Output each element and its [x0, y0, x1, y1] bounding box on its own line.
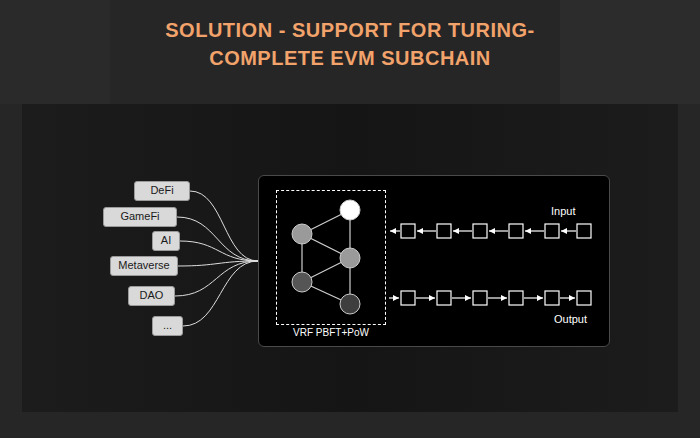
graph-node	[340, 200, 360, 220]
chain-arrow	[452, 297, 471, 298]
application-tag: DeFi	[134, 181, 190, 201]
output-chain-arrows	[389, 297, 575, 298]
chain-arrow	[524, 297, 543, 298]
building-photo-band	[22, 104, 678, 412]
chain-block	[473, 291, 487, 305]
chain-block	[509, 291, 523, 305]
chain-arrow	[416, 297, 435, 298]
graph-node	[340, 248, 360, 268]
application-tag: Metaverse	[110, 256, 178, 276]
input-chain-arrows	[390, 230, 576, 231]
graph-node	[340, 294, 360, 314]
tag-label: GameFi	[120, 210, 159, 223]
tag-label: Metaverse	[118, 259, 169, 272]
chain-arrow	[390, 230, 400, 231]
chain-block	[577, 291, 591, 305]
tag-label: ...	[163, 319, 172, 332]
chain-arrow	[561, 230, 576, 231]
chain-label: Input	[551, 205, 575, 218]
chain-arrow	[560, 297, 575, 298]
building-silhouette	[560, 0, 700, 104]
chain-label: Output	[554, 313, 587, 326]
chain-arrow	[417, 230, 436, 231]
chain-block	[437, 224, 451, 238]
flow-connector	[175, 261, 258, 296]
subchain-panel: InputOutputVRF PBFT+PoW	[258, 175, 610, 347]
tag-label: DeFi	[150, 184, 173, 197]
chain-arrow	[489, 230, 508, 231]
chain-block	[509, 224, 523, 238]
flow-connector	[183, 261, 258, 326]
chain-block	[401, 291, 415, 305]
flow-connector	[180, 241, 258, 261]
application-tag: ...	[152, 316, 183, 336]
graph-node	[292, 224, 312, 244]
output-chain-blocks	[401, 291, 591, 305]
chain-block	[401, 224, 415, 238]
chain-block	[577, 224, 591, 238]
tag-label: DAO	[140, 289, 164, 302]
building-silhouette	[0, 0, 110, 104]
tag-label: AI	[161, 234, 171, 247]
input-chain-blocks	[401, 224, 591, 238]
chain-block	[473, 224, 487, 238]
consensus-box: VRF PBFT+PoW	[276, 190, 386, 325]
chain-arrow	[453, 230, 472, 231]
flow-connector	[177, 217, 258, 261]
chain-arrow	[525, 230, 544, 231]
consensus-label: VRF PBFT+PoW	[293, 327, 369, 339]
chain-arrow	[389, 297, 399, 298]
graph-node	[292, 272, 312, 292]
flow-connector	[190, 191, 258, 261]
application-tag: DAO	[128, 286, 175, 306]
application-tag: AI	[152, 231, 180, 251]
chain-block	[437, 291, 451, 305]
chain-block	[545, 224, 559, 238]
chain-arrow	[488, 297, 507, 298]
application-tag: GameFi	[103, 207, 177, 227]
slide-title: SOLUTION - SUPPORT FOR TURING-COMPLETE E…	[120, 16, 580, 72]
chain-block	[545, 291, 559, 305]
